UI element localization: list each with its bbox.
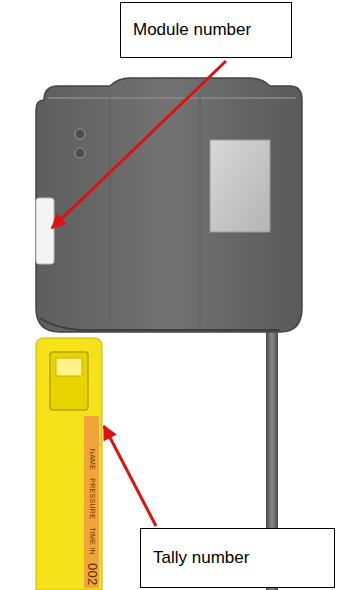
- leader-arrow: [104, 426, 156, 526]
- callout-box: Module number: [120, 2, 292, 58]
- tally-slot: [50, 352, 88, 410]
- callout-label: Tally number: [141, 548, 261, 568]
- indicator: [75, 129, 85, 139]
- tally-field: TIME IN: [88, 527, 95, 555]
- tally-clip: [56, 358, 82, 376]
- callout-label: Module number: [121, 20, 263, 40]
- housing-edge: [48, 97, 296, 99]
- indicator: [75, 148, 85, 158]
- tally-tag: [36, 338, 102, 590]
- tally-field: NAME: [88, 448, 95, 469]
- tally-print: NAME PRESSURE TIME IN 002: [84, 419, 99, 585]
- module-number-plate: [36, 198, 54, 264]
- housing-bottom: [40, 318, 280, 330]
- tally-strip: [84, 416, 99, 588]
- callout-box: Tally number: [140, 528, 335, 588]
- display-panel: [210, 140, 270, 232]
- tally-number: 002: [84, 562, 99, 585]
- tally-field: PRESSURE: [88, 478, 95, 519]
- leader-arrow: [52, 61, 226, 228]
